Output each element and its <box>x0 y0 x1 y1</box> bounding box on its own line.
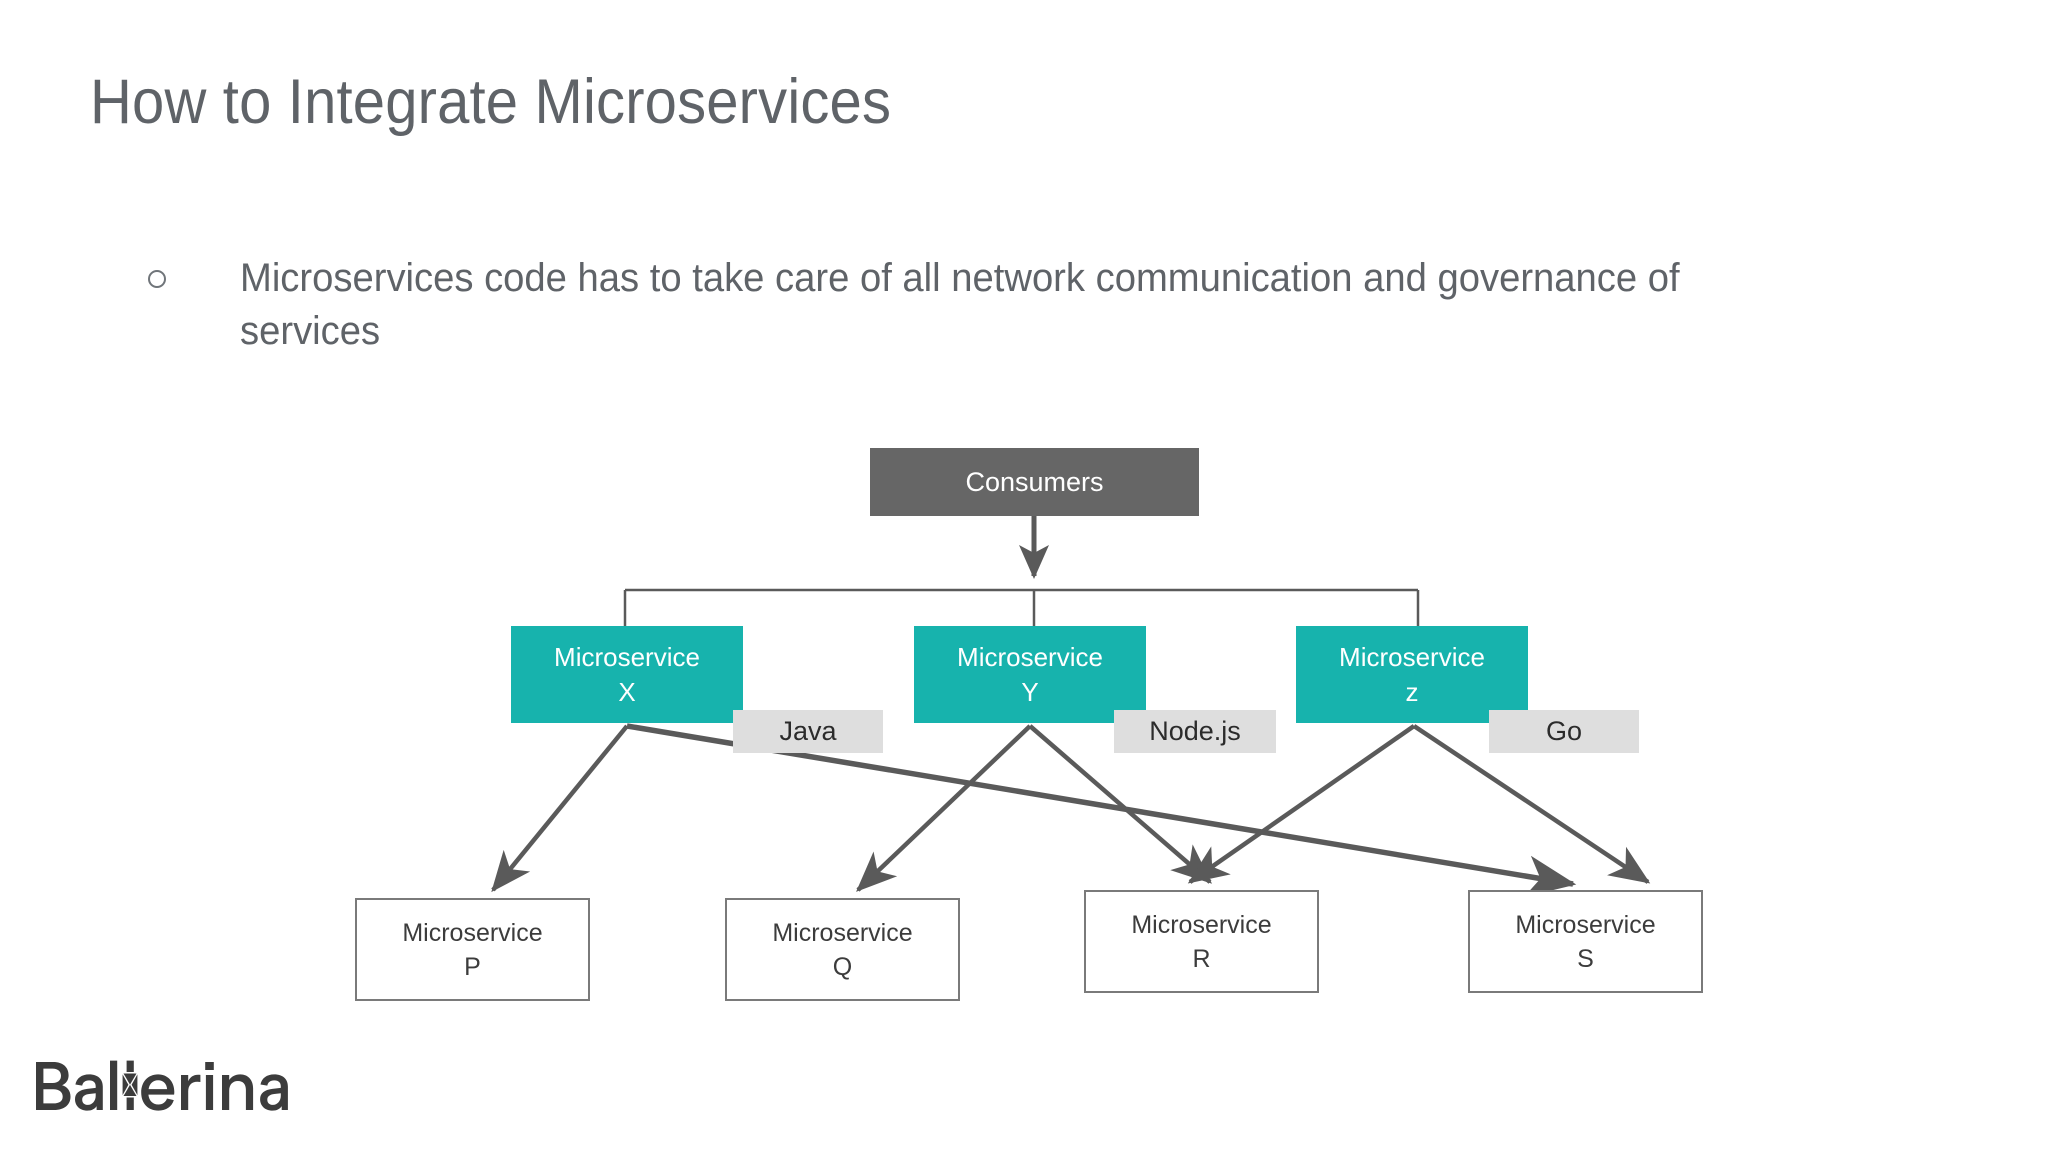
bullet-circle-icon <box>148 270 166 288</box>
node-consumers-label: Consumers <box>965 466 1104 497</box>
service-bus-line <box>623 588 1420 626</box>
node-microservice-z-line1: Microservice <box>1339 641 1485 672</box>
node-microservice-q-line2: Q <box>832 952 853 981</box>
language-tag-go: Go <box>1489 710 1639 753</box>
language-tag-nodejs: Node.js <box>1114 710 1276 753</box>
node-microservice-q[interactable]: Microservice Q <box>725 898 960 1001</box>
node-microservice-r[interactable]: Microservice R <box>1084 890 1319 993</box>
node-microservice-x[interactable]: Microservice X <box>511 626 743 723</box>
node-microservice-p-line1: Microservice <box>402 918 543 947</box>
edge-y-to-q <box>856 724 1032 892</box>
page-title: How to Integrate Microservices <box>90 67 892 137</box>
node-microservice-p-line2: P <box>464 952 481 981</box>
bullet-list-item: Microservices code has to take care of a… <box>148 252 1888 358</box>
node-microservice-y-line1: Microservice <box>957 641 1103 672</box>
node-microservice-q-line1: Microservice <box>772 918 913 947</box>
node-microservice-x-line2: X <box>618 676 636 707</box>
edge-x-to-p <box>491 724 629 893</box>
node-microservice-z[interactable]: Microservice z <box>1296 626 1528 723</box>
node-microservice-p[interactable]: Microservice P <box>355 898 590 1001</box>
node-consumers[interactable]: Consumers <box>870 448 1199 516</box>
node-microservice-s-line2: S <box>1577 944 1594 973</box>
node-microservice-y-line2: Y <box>1021 676 1039 707</box>
node-microservice-x-line1: Microservice <box>554 641 700 672</box>
node-microservice-y[interactable]: Microservice Y <box>914 626 1146 723</box>
language-tag-java: Java <box>733 710 883 753</box>
node-microservice-s[interactable]: Microservice S <box>1468 890 1703 993</box>
node-microservice-r-line2: R <box>1192 944 1211 973</box>
bullet-text: Microservices code has to take care of a… <box>240 256 1680 354</box>
ballerina-logo-icon <box>36 1060 288 1111</box>
node-microservice-r-line1: Microservice <box>1131 910 1272 939</box>
ballerina-logo <box>34 1060 296 1112</box>
node-microservice-s-line1: Microservice <box>1515 910 1656 939</box>
node-microservice-z-line2: z <box>1405 676 1419 707</box>
